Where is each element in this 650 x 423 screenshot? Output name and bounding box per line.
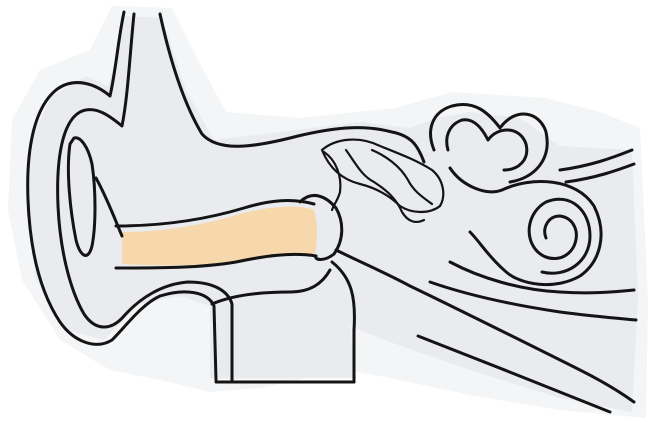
ear-diagram bbox=[0, 0, 650, 423]
ear-cross-section-drawing bbox=[0, 0, 650, 423]
